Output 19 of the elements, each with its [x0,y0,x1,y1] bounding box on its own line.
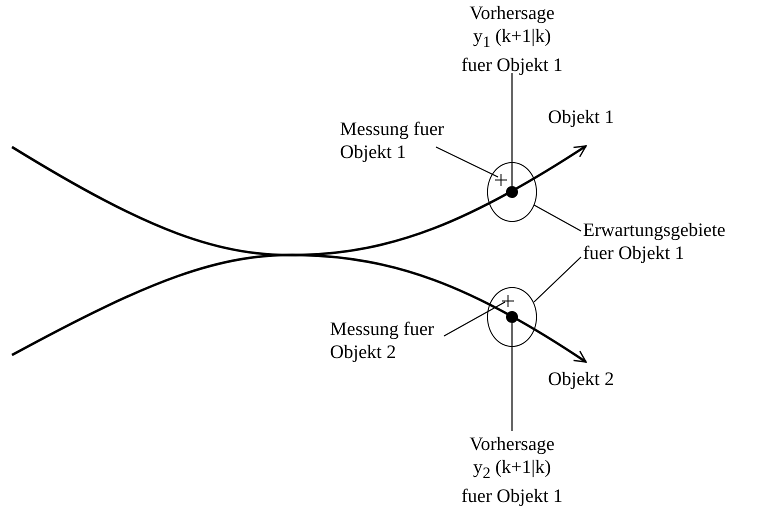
prediction-label: Vorhersage y$_{1}$ (k+1|k) fuer Objekt 1 [459,2,565,77]
measurement-label: Messung fuer Objekt 1 [340,118,452,164]
track-label: Objekt 1 [548,106,614,129]
track-label: Objekt 2 [548,368,614,391]
leader-line [511,73,513,186]
leader-line [534,204,582,232]
leader-line [444,301,506,337]
prediction-dot [506,186,518,198]
leader-line [534,256,582,302]
prediction-dot [506,311,518,323]
measurement-mark [495,174,507,186]
leader-line [511,323,513,431]
region-label: Erwartungsgebiete fuer Objekt 1 [583,219,733,265]
prediction-label: Vorhersage y$_{2}$ (k+1|k) fuer Objekt 1 [459,433,565,508]
leader-line [436,146,498,178]
measurement-label: Messung fuer Objekt 2 [330,318,442,364]
expectation-region [487,287,537,347]
measurement-mark [502,295,514,307]
expectation-region [487,162,537,222]
